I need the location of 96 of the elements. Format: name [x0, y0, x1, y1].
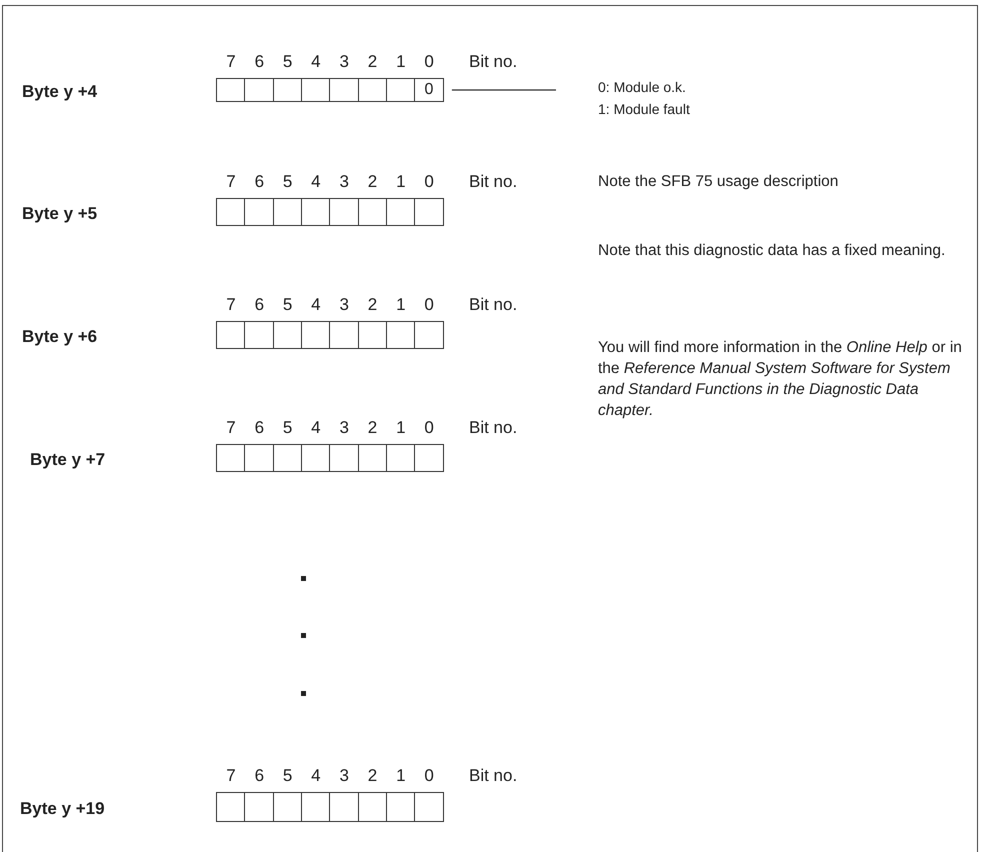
bit-cell — [329, 78, 359, 102]
bit-cell — [386, 792, 416, 822]
bit-number: 4 — [310, 295, 322, 315]
bit-number: 6 — [254, 766, 266, 786]
bit-number: 5 — [282, 295, 294, 315]
bit-cell — [386, 444, 416, 472]
bit-cell — [329, 321, 359, 349]
bit-number-heading: Bit no. — [469, 52, 518, 72]
note-text: Note the SFB 75 usage description — [598, 172, 840, 192]
bit-cell — [244, 321, 274, 349]
bit-cell — [358, 78, 388, 102]
bit-cell — [329, 198, 359, 226]
bit-number: 2 — [366, 418, 378, 438]
bit-cell — [272, 198, 302, 226]
bit-number: 3 — [338, 52, 350, 72]
bit-cell — [272, 78, 302, 102]
bit-number: 2 — [366, 172, 378, 192]
bit-number: 2 — [366, 295, 378, 315]
bit-number: 4 — [310, 766, 322, 786]
bit-cell — [300, 321, 331, 349]
bit-number: 1 — [395, 172, 407, 192]
byte-label: Byte y +7 — [30, 450, 106, 470]
bit-number: 6 — [254, 295, 266, 315]
bit-cell — [414, 444, 444, 472]
note-text: You will find more information in the Online Help or in the Reference Manual System Software for System and Standard Functions in the Diagnostic Data chapter. — [598, 338, 963, 421]
bit-cell — [358, 198, 388, 226]
bit-cell — [244, 78, 274, 102]
bit-cell — [244, 198, 274, 226]
bit-number: 4 — [310, 418, 322, 438]
bit-number: 5 — [282, 766, 294, 786]
bit-number: 0 — [423, 766, 435, 786]
bit-number: 3 — [338, 295, 350, 315]
bit-number: 3 — [338, 418, 350, 438]
bit-number: 2 — [366, 52, 378, 72]
bit-cell — [358, 444, 388, 472]
bit-cell — [272, 321, 302, 349]
note-text: Note that this diagnostic data has a fixed meaning. — [598, 241, 946, 261]
bit-number: 7 — [225, 766, 237, 786]
byte-label: Byte y +5 — [22, 204, 98, 224]
byte-label: Byte y +19 — [20, 799, 105, 819]
bit-cell — [414, 792, 444, 822]
bit-number-heading: Bit no. — [469, 172, 518, 192]
bit-number: 3 — [338, 172, 350, 192]
leader-line — [452, 89, 556, 91]
bit-number: 6 — [254, 52, 266, 72]
bit-number: 4 — [310, 172, 322, 192]
bit-cell — [386, 321, 416, 349]
bit-number: 7 — [225, 172, 237, 192]
bit-number: 6 — [254, 172, 266, 192]
bit-cell — [300, 198, 331, 226]
bit-cell — [300, 78, 331, 102]
status-text: 1: Module fault — [598, 100, 690, 119]
bit-number: 4 — [310, 52, 322, 72]
bit-number: 7 — [225, 52, 237, 72]
bit-cell — [216, 321, 246, 349]
bit-number: 0 — [423, 172, 435, 192]
bit-cell — [329, 444, 359, 472]
bit-cell — [244, 792, 274, 822]
bit-cell — [216, 792, 246, 822]
bit-cell — [329, 792, 359, 822]
bit-cell — [216, 78, 246, 102]
bit-cell — [244, 444, 274, 472]
bit-cell — [414, 198, 444, 226]
bit-number: 0 — [423, 418, 435, 438]
bit-cell — [272, 792, 302, 822]
status-text: 0: Module o.k. — [598, 78, 687, 97]
bit-number: 7 — [225, 418, 237, 438]
bit-number-heading: Bit no. — [469, 766, 518, 786]
bit-cell: 0 — [414, 78, 444, 102]
byte-label: Byte y +4 — [22, 82, 98, 102]
bit-cell — [300, 444, 331, 472]
bit-number: 1 — [395, 52, 407, 72]
byte-label: Byte y +6 — [22, 327, 98, 347]
bit-cell — [216, 198, 246, 226]
bit-number: 5 — [282, 172, 294, 192]
bit-number-heading: Bit no. — [469, 295, 518, 315]
bit-cell — [300, 792, 331, 822]
bit-cell — [272, 444, 302, 472]
bit-number: 0 — [423, 295, 435, 315]
bit-cell — [216, 444, 246, 472]
bit-number: 0 — [423, 52, 435, 72]
bit-number: 3 — [338, 766, 350, 786]
bit-number: 7 — [225, 295, 237, 315]
bit-number: 5 — [282, 52, 294, 72]
bit-number: 6 — [254, 418, 266, 438]
bit-number-heading: Bit no. — [469, 418, 518, 438]
bit-number: 5 — [282, 418, 294, 438]
bit-number: 1 — [395, 766, 407, 786]
bit-cell — [358, 792, 388, 822]
bit-cell — [414, 321, 444, 349]
bit-number: 2 — [366, 766, 378, 786]
bit-number: 1 — [395, 295, 407, 315]
bit-cell — [386, 198, 416, 226]
bit-number: 1 — [395, 418, 407, 438]
bit-cell — [386, 78, 416, 102]
bit-cell — [358, 321, 388, 349]
